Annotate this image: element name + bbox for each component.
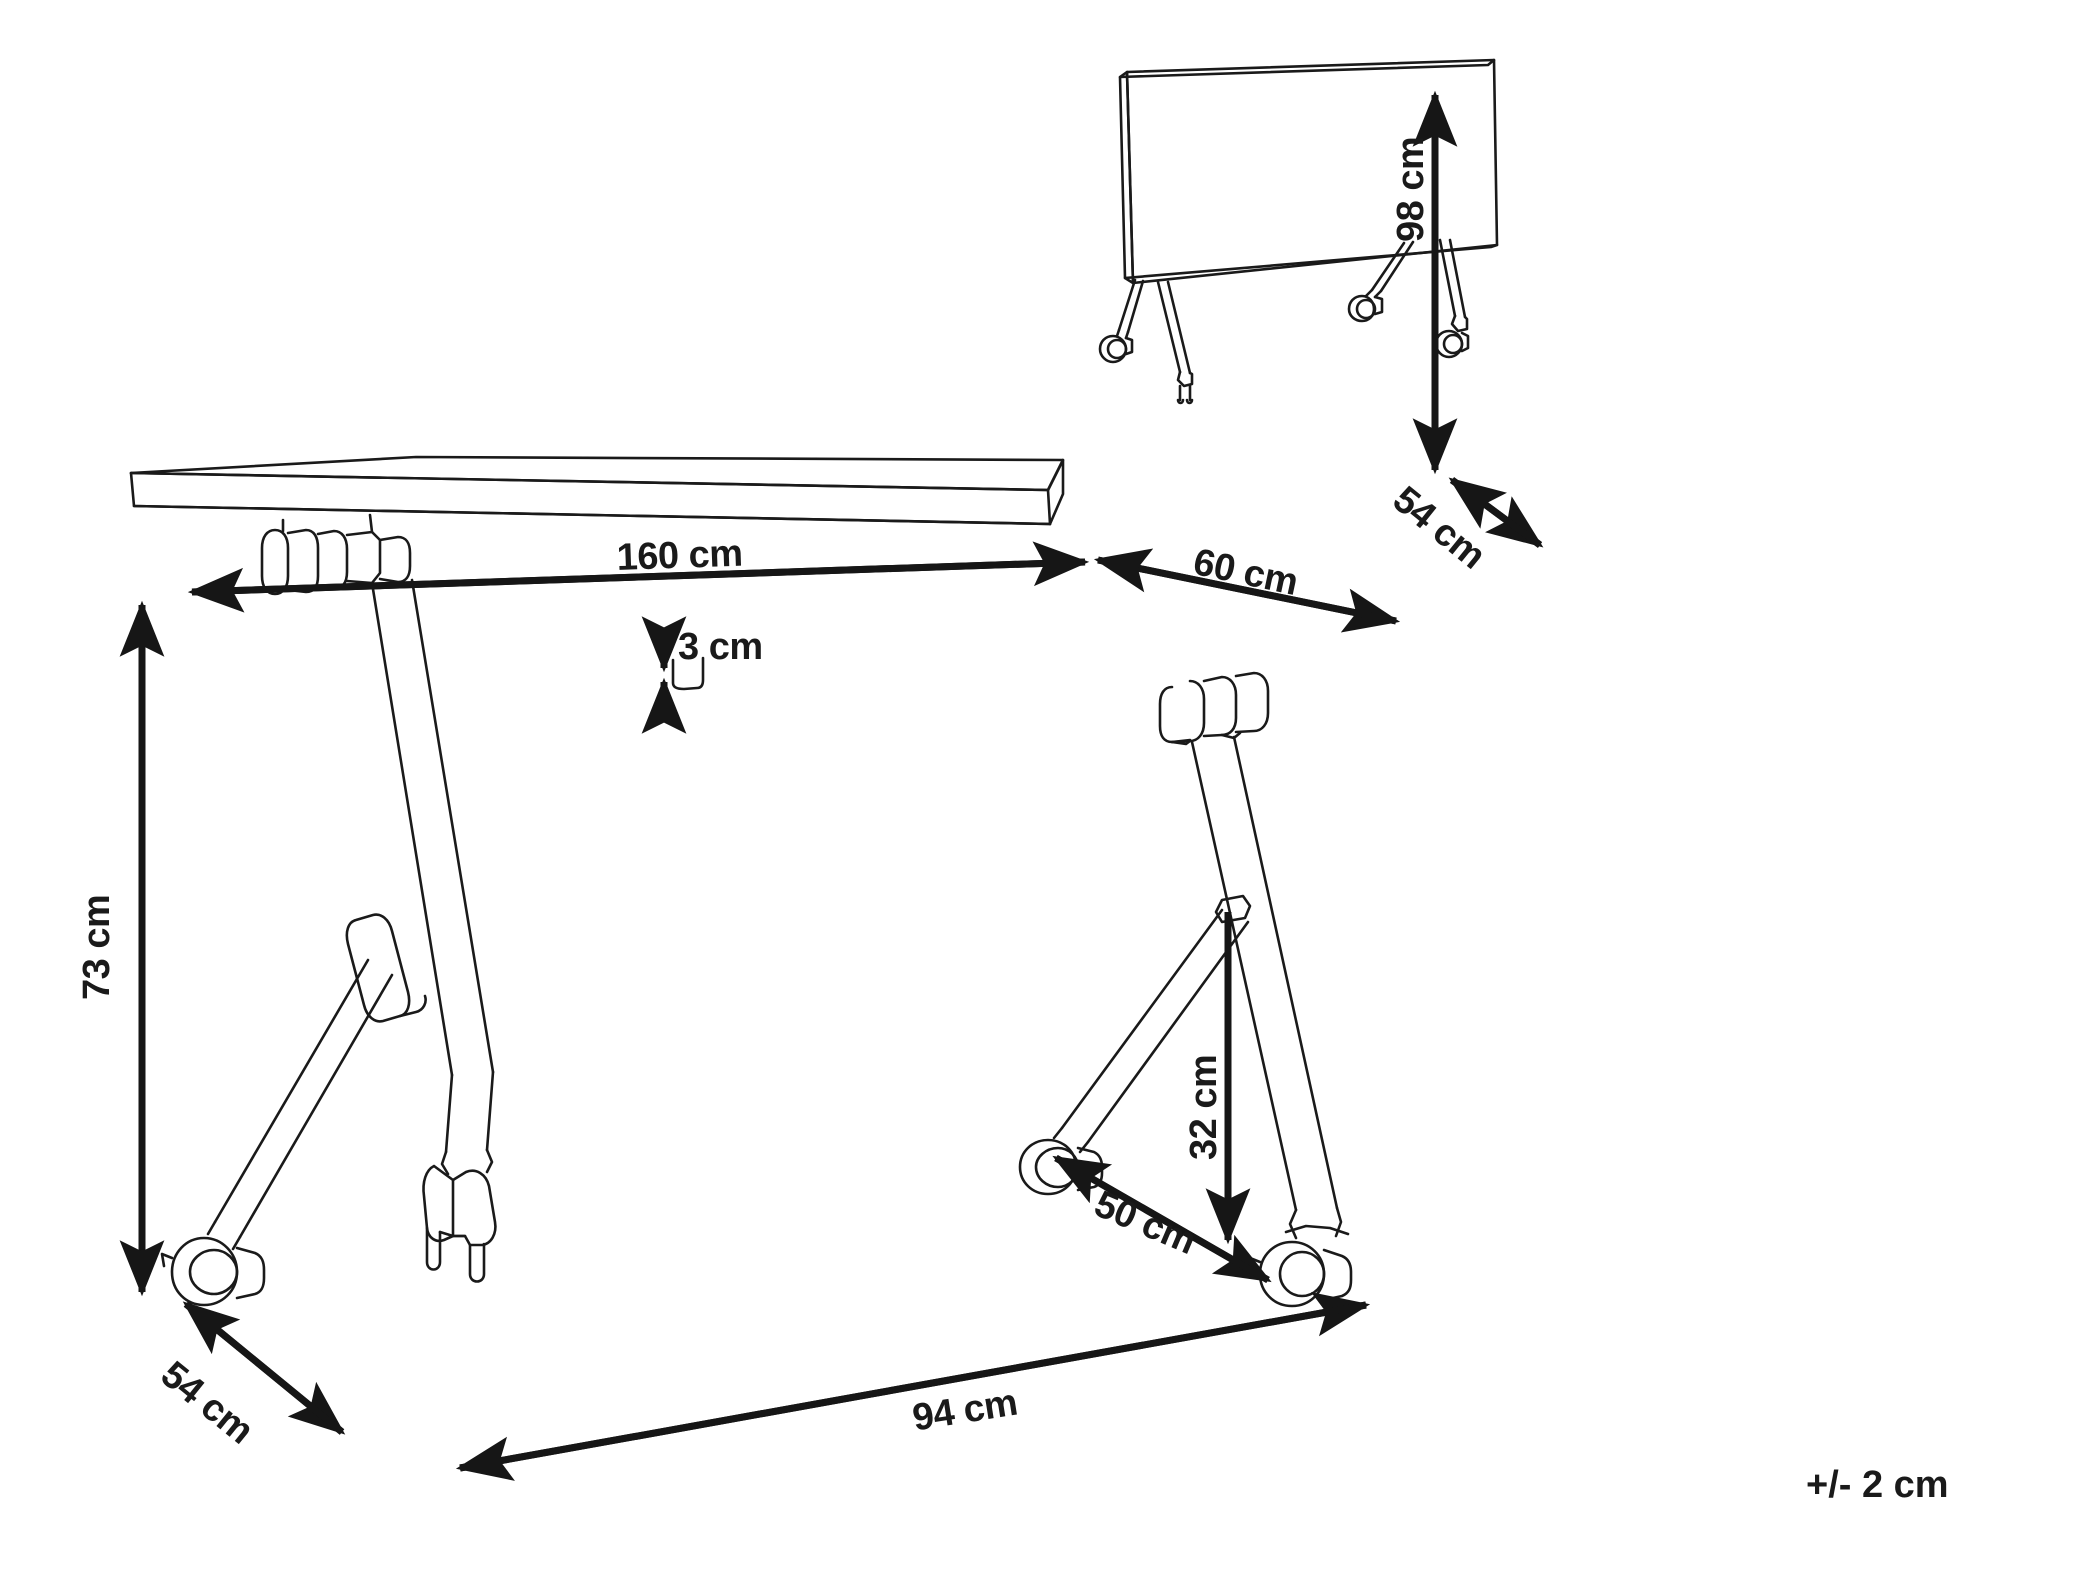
dim-label-73: 73 cm [76,894,118,1000]
tolerance-note: +/- 2 cm [1806,1464,1949,1506]
dim-label-98: 98 cm [1390,136,1432,242]
dim-label-160: 160 cm [615,532,744,579]
desk-left-leg-assembly [160,513,497,1307]
dimension-arrows [119,90,1544,1472]
dim-label-32: 32 cm [1183,1054,1225,1160]
desk-right-leg-assembly [1018,671,1353,1308]
folded-desk-outline [1098,58,1499,405]
dim-label-3: 3 cm [678,626,763,668]
desk-tabletop-outline [129,455,1065,691]
